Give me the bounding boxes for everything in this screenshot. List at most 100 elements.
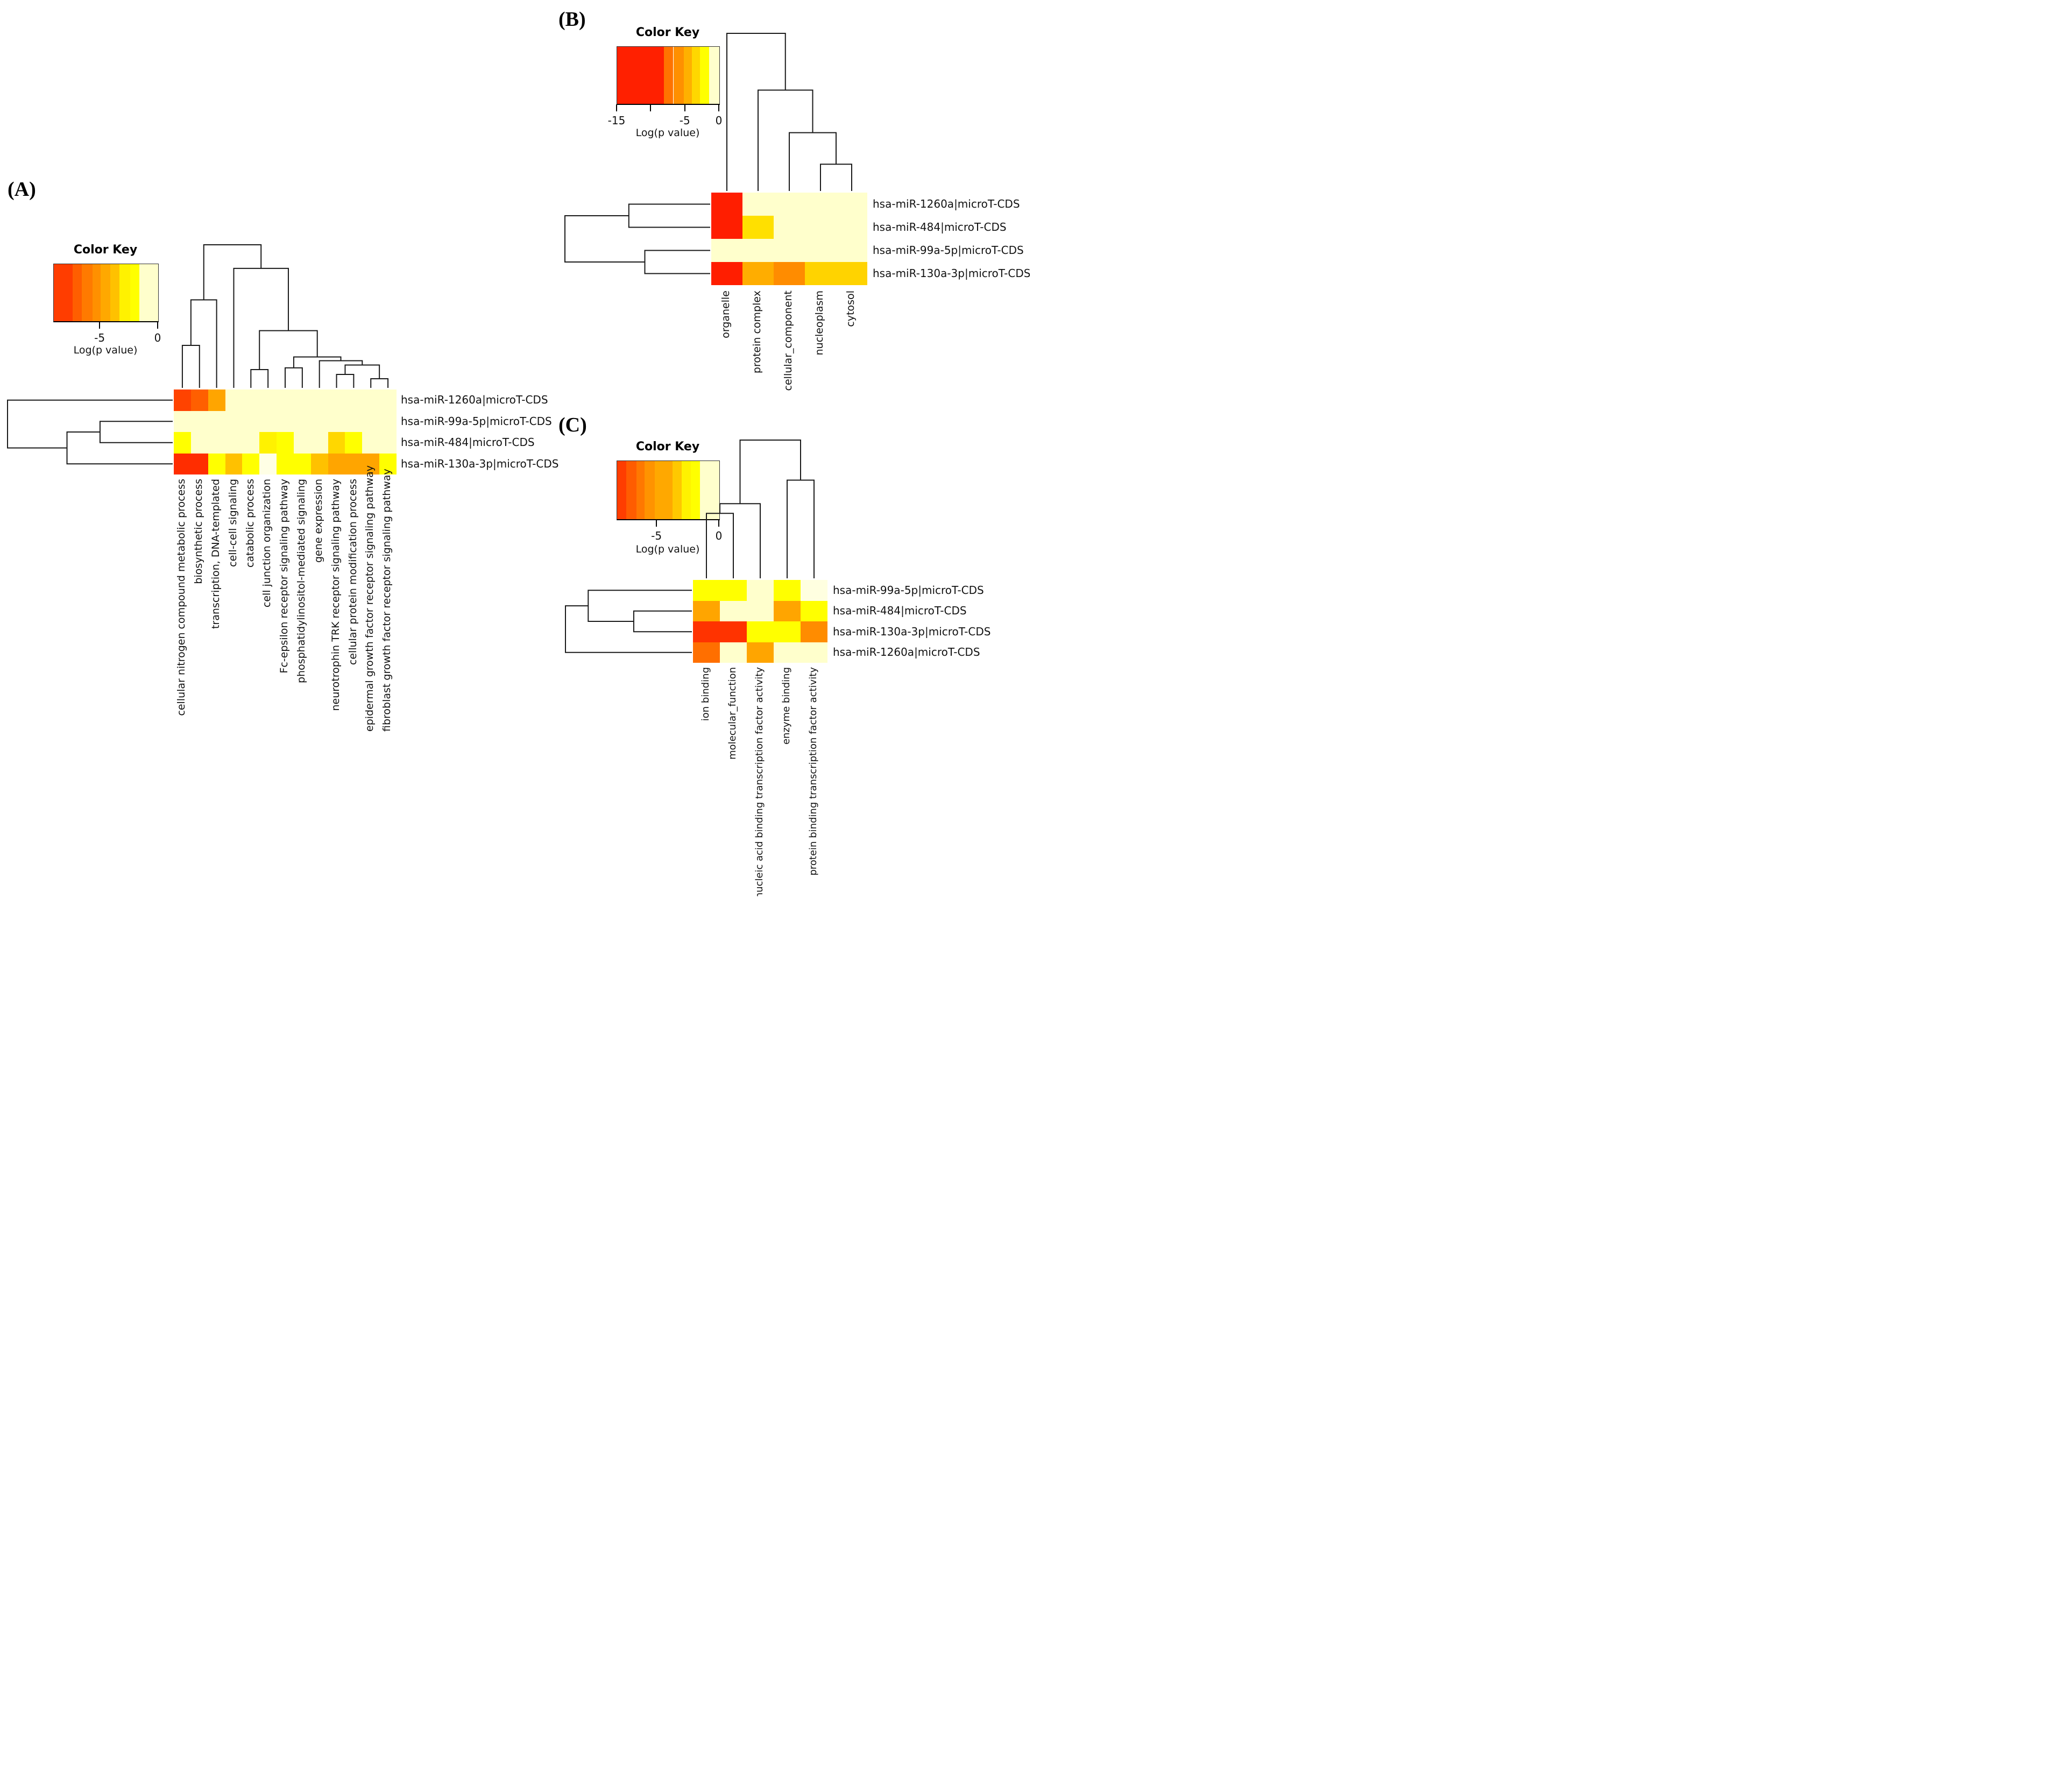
heatmap-cell-a-r0-c4 xyxy=(242,389,260,411)
heatmap-cell-a-r2-c11 xyxy=(362,432,380,454)
col-label-a-6: Fc-epsilon receptor signaling pathway xyxy=(278,479,291,674)
heatmap-cell-c-r2-c1 xyxy=(720,621,747,642)
column-dendrogram-a xyxy=(190,299,217,388)
heatmap-cell-a-r3-c0 xyxy=(174,453,191,474)
col-label-a-5: cell junction organization xyxy=(261,479,273,608)
column-dendrogram-a xyxy=(203,244,262,300)
color-key-tick-label: 0 xyxy=(715,529,723,542)
col-label-a-7: phosphatidylinositol-mediated signaling xyxy=(295,479,308,684)
column-dendrogram-b xyxy=(726,33,786,191)
heatmap-cell-c-r1-c2 xyxy=(747,600,774,621)
col-label-c-0: ion binding xyxy=(699,667,711,721)
heatmap-cell-b-r1-c4 xyxy=(836,216,867,239)
col-label-a-8: gene expression xyxy=(312,479,324,563)
color-key-axis-label-c: Log(p value) xyxy=(635,543,700,555)
heatmap-cell-a-r1-c2 xyxy=(208,410,225,432)
heatmap-cell-a-r0-c2 xyxy=(208,389,225,411)
heatmap-cell-a-r0-c8 xyxy=(310,389,328,411)
heatmap-cell-a-r0-c7 xyxy=(293,389,311,411)
color-key-axis-label-b: Log(p value) xyxy=(635,127,700,139)
heatmap-cell-b-r3-c2 xyxy=(774,262,805,285)
heatmap-cell-c-r2-c3 xyxy=(774,621,801,642)
heatmap-cell-b-r2-c0 xyxy=(711,239,742,262)
heatmap-cell-c-r2-c2 xyxy=(747,621,774,642)
color-key-title-c: Color Key xyxy=(635,440,700,454)
row-label-c-2: hsa-miR-130a-3p|microT-CDS xyxy=(833,625,991,638)
col-label-c-4: protein binding transcription factor act… xyxy=(807,667,819,876)
heatmap-cell-a-r3-c3 xyxy=(225,453,243,474)
col-label-b-3: nucleoplasm xyxy=(813,291,826,356)
color-key-band xyxy=(92,264,101,321)
color-key-tick-label: -5 xyxy=(94,331,105,344)
color-key-band xyxy=(82,264,93,321)
heatmap-cell-b-r1-c0 xyxy=(711,216,742,239)
heatmap-cell-a-r2-c8 xyxy=(310,432,328,454)
color-key-title-b: Color Key xyxy=(635,26,700,39)
heatmap-cell-b-r0-c4 xyxy=(836,193,867,216)
heatmap-cell-a-r2-c5 xyxy=(259,432,277,454)
heatmap-cell-b-r0-c0 xyxy=(711,193,742,216)
heatmap-cell-a-r1-c5 xyxy=(259,410,277,432)
heatmap-cell-c-r0-c2 xyxy=(747,580,774,601)
heatmap-cell-a-r2-c1 xyxy=(190,432,208,454)
color-key-tick-label: 0 xyxy=(154,331,161,344)
heatmap-cell-a-r2-c0 xyxy=(174,432,191,454)
heatmap-cell-a-r3-c11 xyxy=(362,453,380,474)
heatmap-cell-c-r2-c0 xyxy=(693,621,720,642)
color-key-band xyxy=(699,461,719,519)
row-label-a-2: hsa-miR-484|microT-CDS xyxy=(401,436,535,449)
heatmap-a xyxy=(174,389,397,474)
heatmap-cell-a-r2-c4 xyxy=(242,432,260,454)
panel-b-label: (B) xyxy=(558,8,586,31)
heatmap-cell-a-r3-c5 xyxy=(259,453,277,474)
row-dendrogram-a xyxy=(7,399,173,449)
color-key-tick-mark xyxy=(616,104,617,111)
heatmap-cell-c-r1-c0 xyxy=(693,600,720,621)
heatmap-cell-b-r3-c4 xyxy=(836,262,867,285)
col-label-a-4: catabolic process xyxy=(244,479,256,568)
col-label-c-3: enzyme binding xyxy=(780,667,792,745)
color-key-tick-mark xyxy=(718,520,719,527)
color-key-band xyxy=(617,47,664,104)
col-label-a-0: cellular nitrogen compound metabolic pro… xyxy=(175,479,188,716)
column-dendrogram-a xyxy=(336,373,355,388)
heatmap-cell-a-r1-c7 xyxy=(293,410,311,432)
heatmap-cell-a-r2-c10 xyxy=(345,432,363,454)
color-key-band xyxy=(645,461,655,519)
row-label-b-0: hsa-miR-1260a|microT-CDS xyxy=(873,197,1020,211)
row-dendrogram-b xyxy=(644,250,710,274)
panel-c-label: (C) xyxy=(558,414,587,436)
col-label-a-10: cellular protein modification process xyxy=(346,479,359,665)
color-key-band xyxy=(681,461,691,519)
heatmap-cell-a-r1-c10 xyxy=(345,410,363,432)
color-key-band xyxy=(54,264,73,321)
color-key-tick-mark xyxy=(718,104,719,111)
heatmap-cell-b-r0-c3 xyxy=(805,193,836,216)
heatmap-cell-c-r3-c2 xyxy=(747,642,774,663)
heatmap-cell-a-r2-c9 xyxy=(328,432,345,454)
heatmap-cell-a-r3-c4 xyxy=(242,453,260,474)
heatmap-cell-a-r1-c4 xyxy=(242,410,260,432)
heatmap-cell-a-r3-c2 xyxy=(208,453,225,474)
color-key-band xyxy=(139,264,158,321)
heatmap-c xyxy=(693,580,827,663)
row-label-c-1: hsa-miR-484|microT-CDS xyxy=(833,604,967,618)
heatmap-cell-a-r0-c12 xyxy=(379,389,397,411)
color-key-tick-label: -15 xyxy=(607,114,626,127)
heatmap-cell-b-r2-c4 xyxy=(836,239,867,262)
column-dendrogram-a xyxy=(259,330,318,370)
row-dendrogram-c xyxy=(633,610,692,633)
heatmap-cell-b-r3-c1 xyxy=(742,262,774,285)
heatmap-cell-c-r3-c0 xyxy=(693,642,720,663)
color-key-band xyxy=(72,264,82,321)
figure-canvas: (A) Color Key Log(p value) (B) Color Key… xyxy=(0,0,1030,896)
row-dendrogram-c xyxy=(588,590,692,622)
heatmap-cell-c-r3-c4 xyxy=(801,642,827,663)
color-key-band xyxy=(655,461,673,519)
color-key-gradient-b xyxy=(617,46,720,105)
heatmap-cell-a-r0-c11 xyxy=(362,389,380,411)
heatmap-cell-a-r0-c10 xyxy=(345,389,363,411)
col-label-b-0: organelle xyxy=(720,291,732,338)
color-key-tick-mark xyxy=(684,104,685,111)
column-dendrogram-a xyxy=(250,369,269,388)
